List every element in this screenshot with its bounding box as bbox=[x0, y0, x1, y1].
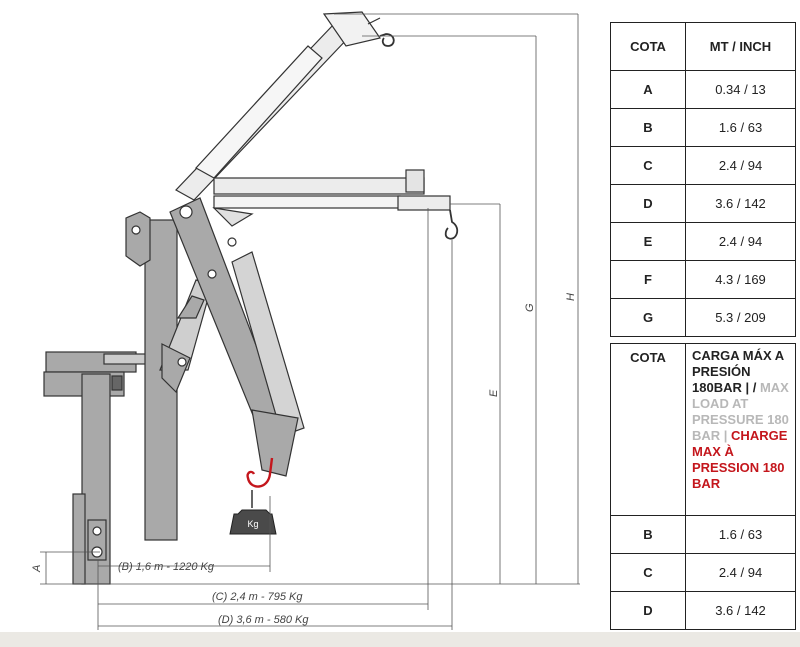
horizontal-boom bbox=[212, 169, 451, 227]
row-key: C bbox=[610, 146, 686, 185]
row-key: B bbox=[610, 515, 686, 554]
row-value: 5.3 / 209 bbox=[685, 298, 796, 337]
svg-text:(B) 1,6 m - 1220 Kg: (B) 1,6 m - 1220 Kg bbox=[118, 561, 215, 573]
row-key: B bbox=[610, 108, 686, 147]
max-load-separator: | / bbox=[741, 380, 757, 395]
row-value: 1.6 / 63 bbox=[685, 108, 796, 147]
dimension-lines bbox=[40, 13, 580, 630]
header-max-load: CARGA MÁX A PRESIÓN 180BAR | / MAX LOAD … bbox=[685, 343, 796, 516]
row-key: E bbox=[610, 222, 686, 261]
raised-boom bbox=[175, 11, 381, 201]
row-value: 0.34 / 13 bbox=[685, 70, 796, 109]
svg-text:(D) 3,6 m - 580 Kg: (D) 3,6 m - 580 Kg bbox=[218, 614, 309, 626]
row-key: F bbox=[610, 260, 686, 299]
header-mt-inch: MT / INCH bbox=[685, 22, 796, 71]
row-value: 2.4 / 94 bbox=[685, 146, 796, 185]
row-value: 1.6 / 63 bbox=[685, 515, 796, 554]
svg-text:Kg: Kg bbox=[247, 519, 258, 529]
main-arm bbox=[169, 197, 305, 477]
svg-text:E: E bbox=[488, 389, 500, 397]
weight-icon: Kg bbox=[229, 509, 277, 535]
max-load-label-en: MAX LOAD AT PRESSURE 180 BAR | bbox=[692, 380, 789, 443]
svg-text:(C) 2,4 m - 795 Kg: (C) 2,4 m - 795 Kg bbox=[212, 591, 303, 603]
max-load-label-es: CARGA MÁX A PRESIÓN 180BAR bbox=[692, 348, 784, 395]
row-key: D bbox=[610, 591, 686, 630]
row-key: D bbox=[610, 184, 686, 223]
red-hook-icon bbox=[246, 457, 274, 508]
header-cota: COTA bbox=[610, 22, 686, 71]
row-value: 3.6 / 142 bbox=[685, 591, 796, 630]
row-value: 2.4 / 94 bbox=[685, 222, 796, 261]
row-key: A bbox=[610, 70, 686, 109]
svg-text:G: G bbox=[524, 303, 536, 312]
max-load-table: COTA CARGA MÁX A PRESIÓN 180BAR | / MAX … bbox=[610, 343, 796, 630]
svg-text:A: A bbox=[31, 565, 43, 573]
header-cota: COTA bbox=[610, 343, 686, 516]
row-value: 2.4 / 94 bbox=[685, 553, 796, 592]
table-header-row: COTA CARGA MÁX A PRESIÓN 180BAR | / MAX … bbox=[610, 343, 796, 516]
row-key: G bbox=[610, 298, 686, 337]
hook-icon bbox=[379, 33, 459, 240]
support-cylinder bbox=[159, 279, 213, 394]
row-key: C bbox=[610, 553, 686, 592]
footer-band bbox=[0, 632, 800, 647]
table-header-row: COTA MT / INCH bbox=[610, 22, 796, 71]
row-value: 4.3 / 169 bbox=[685, 260, 796, 299]
max-load-label-fr: CHARGE MAX À PRESSION 180 BAR bbox=[692, 428, 788, 491]
row-value: 3.6 / 142 bbox=[685, 184, 796, 223]
dimension-text: A E G H (B) 1,6 m - 1220 Kg (C) 2,4 m - … bbox=[31, 293, 577, 626]
svg-text:H: H bbox=[565, 293, 577, 301]
mount-base bbox=[43, 351, 137, 585]
